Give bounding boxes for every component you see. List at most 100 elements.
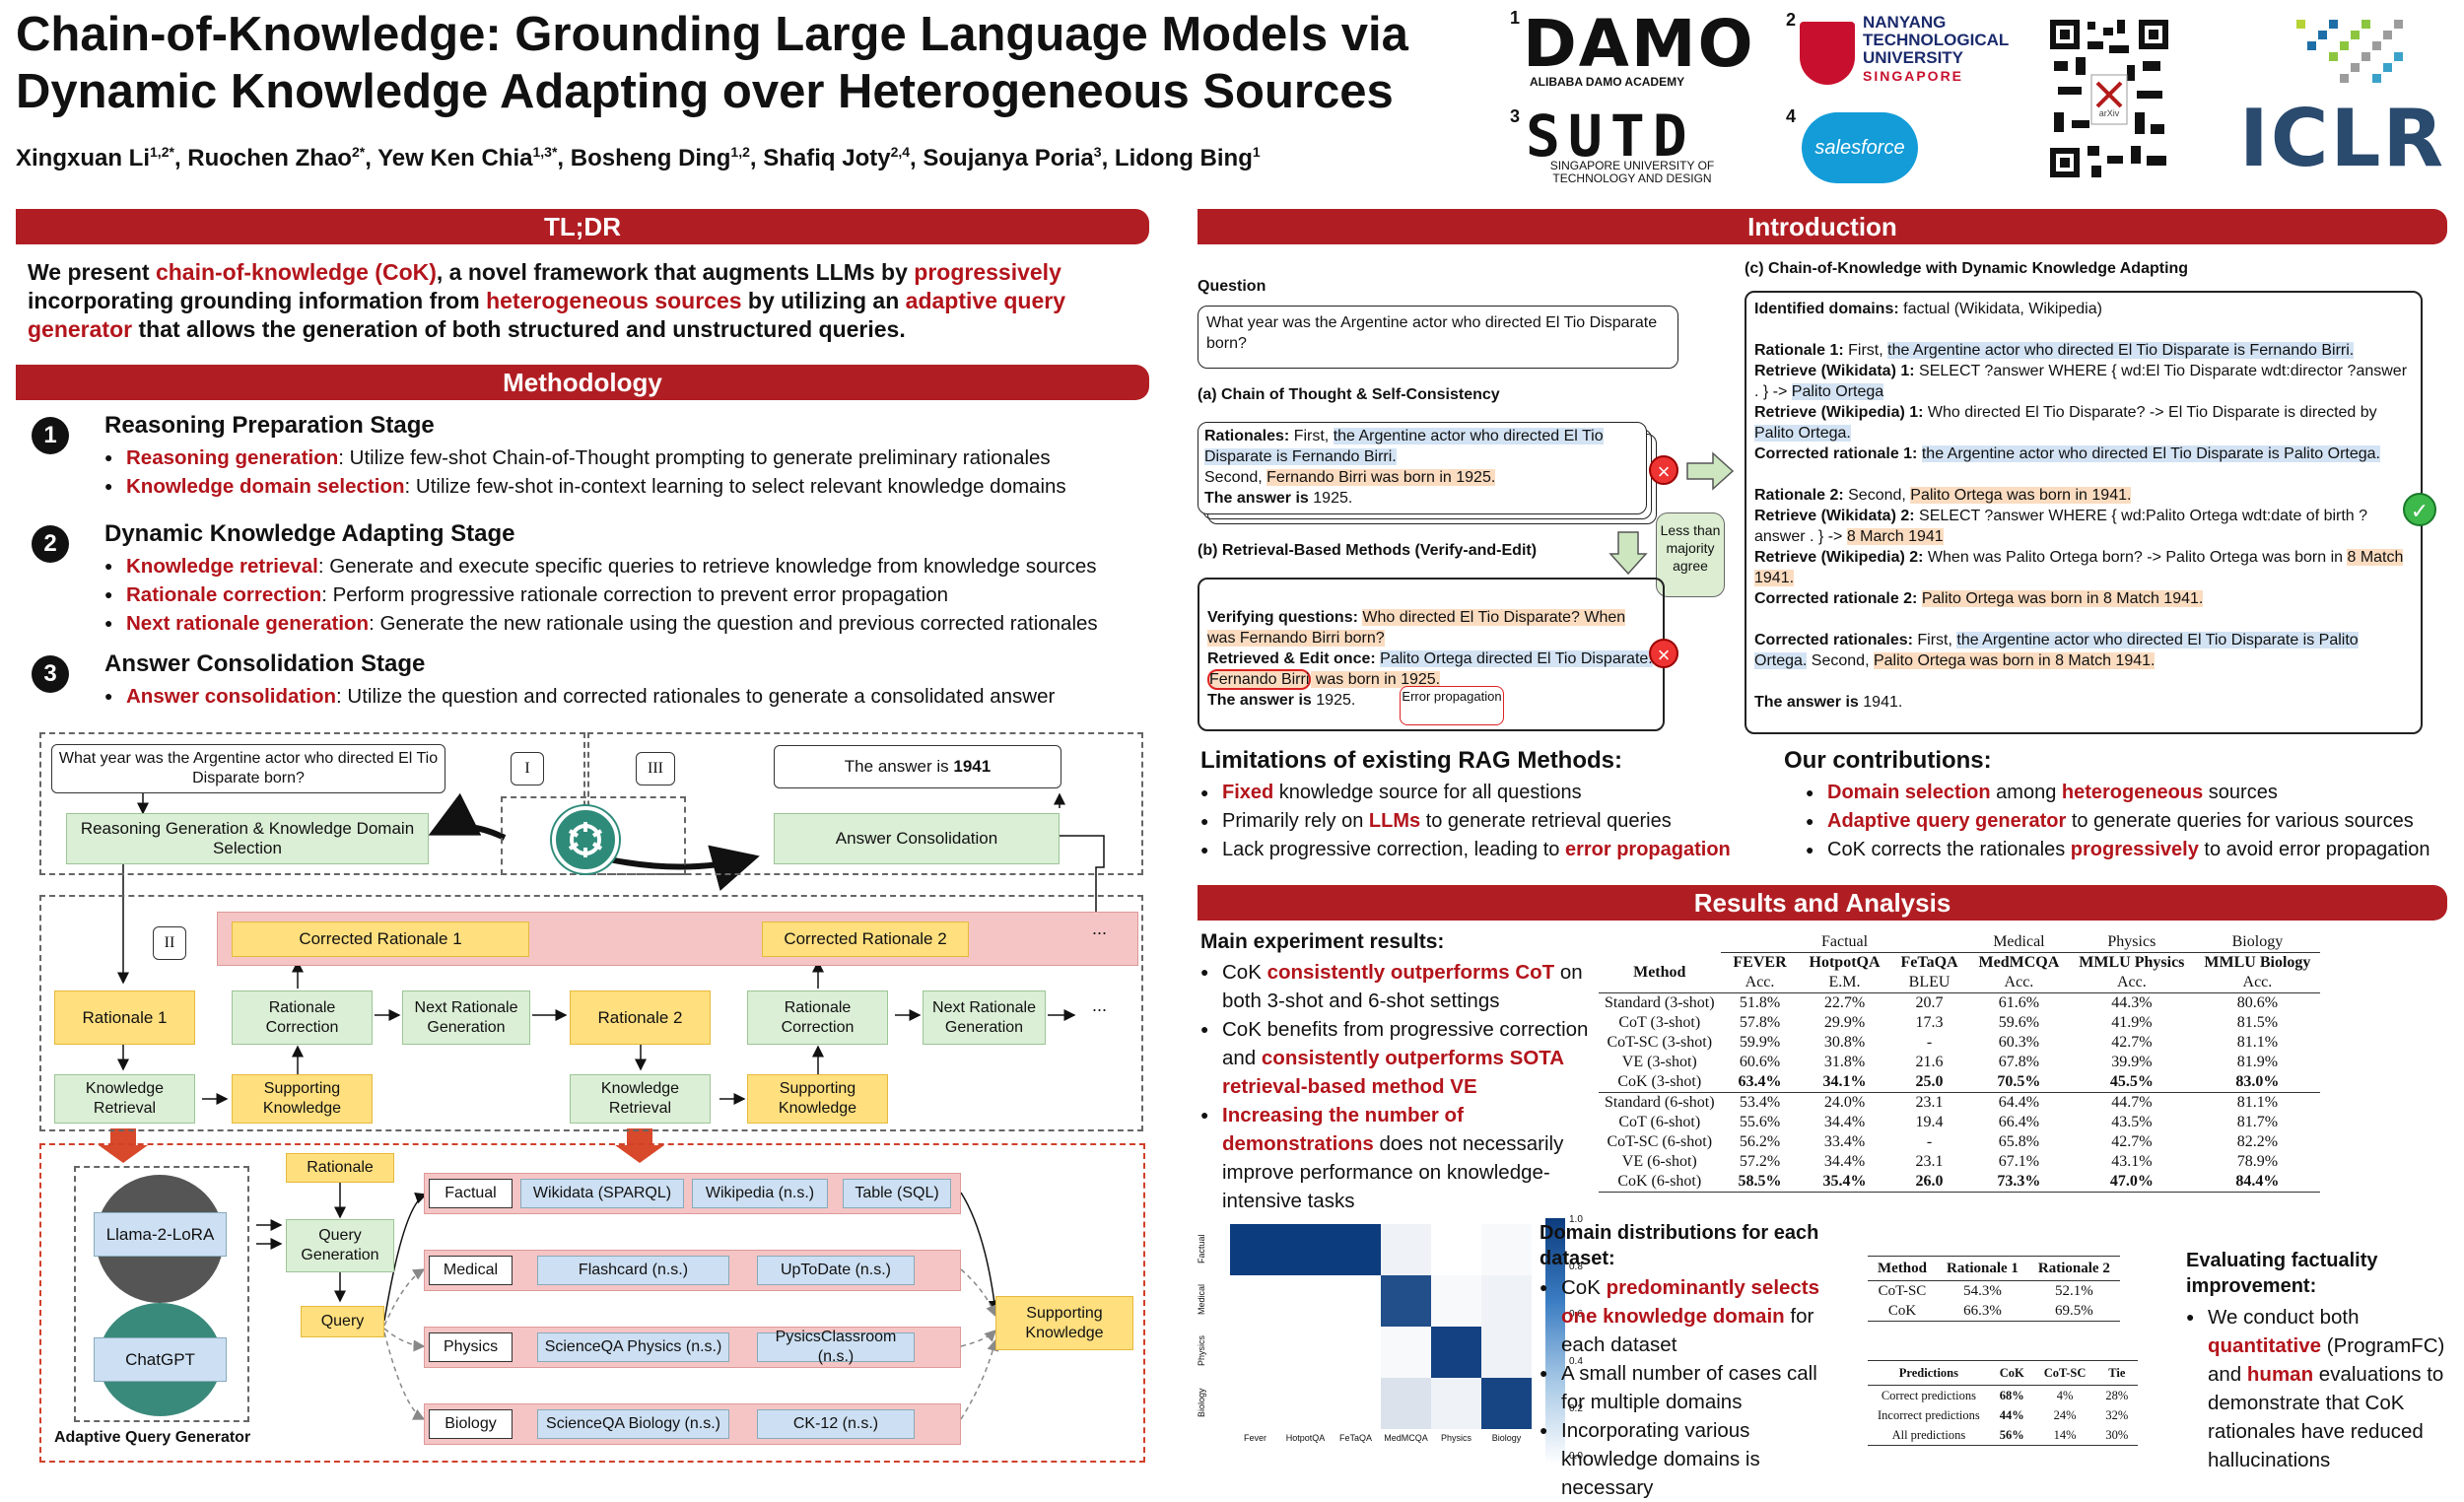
corrected-rationale-2: Corrected Rationale 2 <box>762 922 969 957</box>
text-run: CoK corrects the rationales <box>1827 839 2071 860</box>
group-header: Factual <box>1720 932 1969 953</box>
sutd-affil-num: 3 <box>1510 106 1521 126</box>
table-cell: CoK (6-shot) <box>1599 1172 1721 1193</box>
list-item: A small number of cases call for multipl… <box>1540 1359 1837 1416</box>
stage-bullets: Answer consolidation: Utilize the questi… <box>104 682 1169 711</box>
heatmap-cell <box>1280 1378 1331 1429</box>
author-sep: , <box>910 145 924 171</box>
qr-code-icon[interactable]: arXiv <box>2048 18 2170 179</box>
knowledge-retrieval-2: Knowledge Retrieval <box>570 1074 711 1124</box>
ve-answer-label: The answer is <box>1207 692 1312 709</box>
table-cell: 44.7% <box>2111 1094 2153 1111</box>
cok-r1-pre: First, <box>1843 342 1888 359</box>
table-cell: CoK (3-shot) <box>1599 1072 1721 1093</box>
cok-rp2-label: Retrieve (Wikipedia) 2: <box>1754 549 1924 566</box>
ntu-affil-num: 2 <box>1786 10 1797 30</box>
list-item: Increasing the number of demonstrations … <box>1200 1101 1595 1215</box>
author-name: Xingxuan Li <box>16 145 151 171</box>
query-box: Query <box>301 1306 384 1337</box>
table-cell: 81.7% <box>2236 1114 2279 1130</box>
ntu-3: UNIVERSITY <box>1863 48 1964 67</box>
text-run: Incorporating various knowledge domains … <box>1561 1419 1760 1499</box>
cok-rw2-hl: 8 March 1941 <box>1846 528 1944 545</box>
knowledge-source: CK-12 (n.s.) <box>757 1409 915 1439</box>
list-item: CoK benefits from progressive correction… <box>1200 1015 1595 1101</box>
table-cell: 66.3% <box>1937 1301 2028 1322</box>
col-header: FeTaQA <box>1900 954 1958 971</box>
heatmap-cell <box>1431 1378 1481 1429</box>
sutd-logo: SUTD <box>1526 102 1695 170</box>
table-cell: 42.7% <box>2111 1034 2153 1051</box>
tldr-header: TL;DR <box>16 209 1149 244</box>
rationale-2-box: Rationale 2 <box>570 990 711 1045</box>
table-cell: 23.1 <box>1915 1094 1944 1111</box>
table-cell: 41.9% <box>2111 1014 2153 1031</box>
answer-value: 1941 <box>953 757 992 776</box>
table-cell: 81.9% <box>2236 1054 2279 1070</box>
cot-answer-label: The answer is <box>1204 490 1309 507</box>
table-cell: 57.8% <box>1739 1014 1781 1031</box>
highlight-text: consistently outperforms CoT <box>1266 961 1555 984</box>
heatmap-cell <box>1481 1224 1532 1275</box>
stage-number-3: 3 <box>32 655 69 693</box>
stage-bullet: Knowledge domain selection: Utilize few-… <box>104 472 1169 501</box>
cok-rw1-hl: Palito Ortega <box>1791 383 1884 400</box>
text-run: on both 3-shot and 6-shot settings <box>1222 961 1583 1012</box>
table-cell: 81.1% <box>2236 1094 2279 1111</box>
stage-bullet: Reasoning generation: Utilize few-shot C… <box>104 444 1169 472</box>
table-cell: 61.6% <box>1998 994 2040 1011</box>
list-item: Domain selection among heterogeneous sou… <box>1806 779 2446 807</box>
cok-cr1: the Argentine actor who directed El Tio … <box>1921 445 2380 462</box>
cok-ans: 1941. <box>1858 694 1903 711</box>
knowledge-source: Flashcard (n.s.) <box>537 1256 729 1285</box>
author-sep: , <box>365 145 378 171</box>
ve-verify-line: Verifying questions: Who directed El Tio… <box>1207 607 1655 649</box>
author-affil: 1,2* <box>150 144 174 160</box>
cok-cr1-label: Corrected rationale 1: <box>1754 445 1918 462</box>
stage-2-region <box>39 895 1143 1131</box>
text-run: CoK benefits from progressive correction… <box>1222 1018 1589 1069</box>
heatmap-cell <box>1381 1378 1431 1429</box>
query-generation-box: Query Generation <box>286 1219 394 1272</box>
table-cell: 31.8% <box>1823 1054 1866 1070</box>
more-corrected-dots: ... <box>1092 919 1108 938</box>
spacer-2 <box>1754 464 2413 485</box>
cok-rp2: When was Palito Ortega born? -> Palito O… <box>1923 549 2348 566</box>
metric-header: Acc. <box>2069 973 2195 993</box>
highlight-text: Increasing the number of demonstrations <box>1222 1104 1464 1155</box>
table-cell: 53.4% <box>1739 1094 1781 1111</box>
iclr-pixel <box>2340 74 2349 83</box>
table-cell: 65.8% <box>1998 1133 2040 1150</box>
knowledge-source: UpToDate (n.s.) <box>757 1256 915 1285</box>
cok-dom-label: Identified domains: <box>1754 301 1899 317</box>
main-results-title: Main experiment results: <box>1200 930 1445 953</box>
author-affil: 2,4 <box>890 144 911 160</box>
highlight-text: progressively <box>914 259 1061 285</box>
results-header: Results and Analysis <box>1198 885 2447 921</box>
next-rationale-generation-2: Next Rationale Generation <box>923 990 1046 1045</box>
text-run: knowledge source for all questions <box>1273 782 1582 803</box>
method-header: Method <box>1599 952 1721 993</box>
group-header: Biology <box>2194 932 2321 953</box>
author-name: Ruochen Zhao <box>187 145 352 171</box>
damo-affil-num: 1 <box>1510 8 1521 28</box>
domain-label-biology: Biology <box>429 1409 513 1439</box>
heatmap-cell <box>1230 1327 1280 1378</box>
table-cell: 60.3% <box>1998 1034 2040 1051</box>
cot-answer: 1925. <box>1308 490 1353 507</box>
more-rationale-dots: ... <box>1092 995 1108 1015</box>
ve-edit-2: Fernando Birri <box>1207 669 1312 690</box>
bullet-desc: : Utilize few-shot Chain-of-Thought prom… <box>338 446 1051 469</box>
rationale-1-box: Rationale 1 <box>54 990 195 1045</box>
ntu-crest-icon <box>1800 22 1855 85</box>
highlight-text: error propagation <box>1564 839 1731 860</box>
ve-answer-line: The answer is 1925. <box>1207 690 1655 711</box>
table-header: Method <box>1868 1256 1937 1281</box>
list-item: Adaptive query generator to generate que… <box>1806 807 2446 836</box>
heatmap-cell <box>1331 1327 1381 1378</box>
table-cell: Standard (6-shot) <box>1605 1094 1715 1111</box>
stage-bullets: Reasoning generation: Utilize few-shot C… <box>104 444 1169 501</box>
